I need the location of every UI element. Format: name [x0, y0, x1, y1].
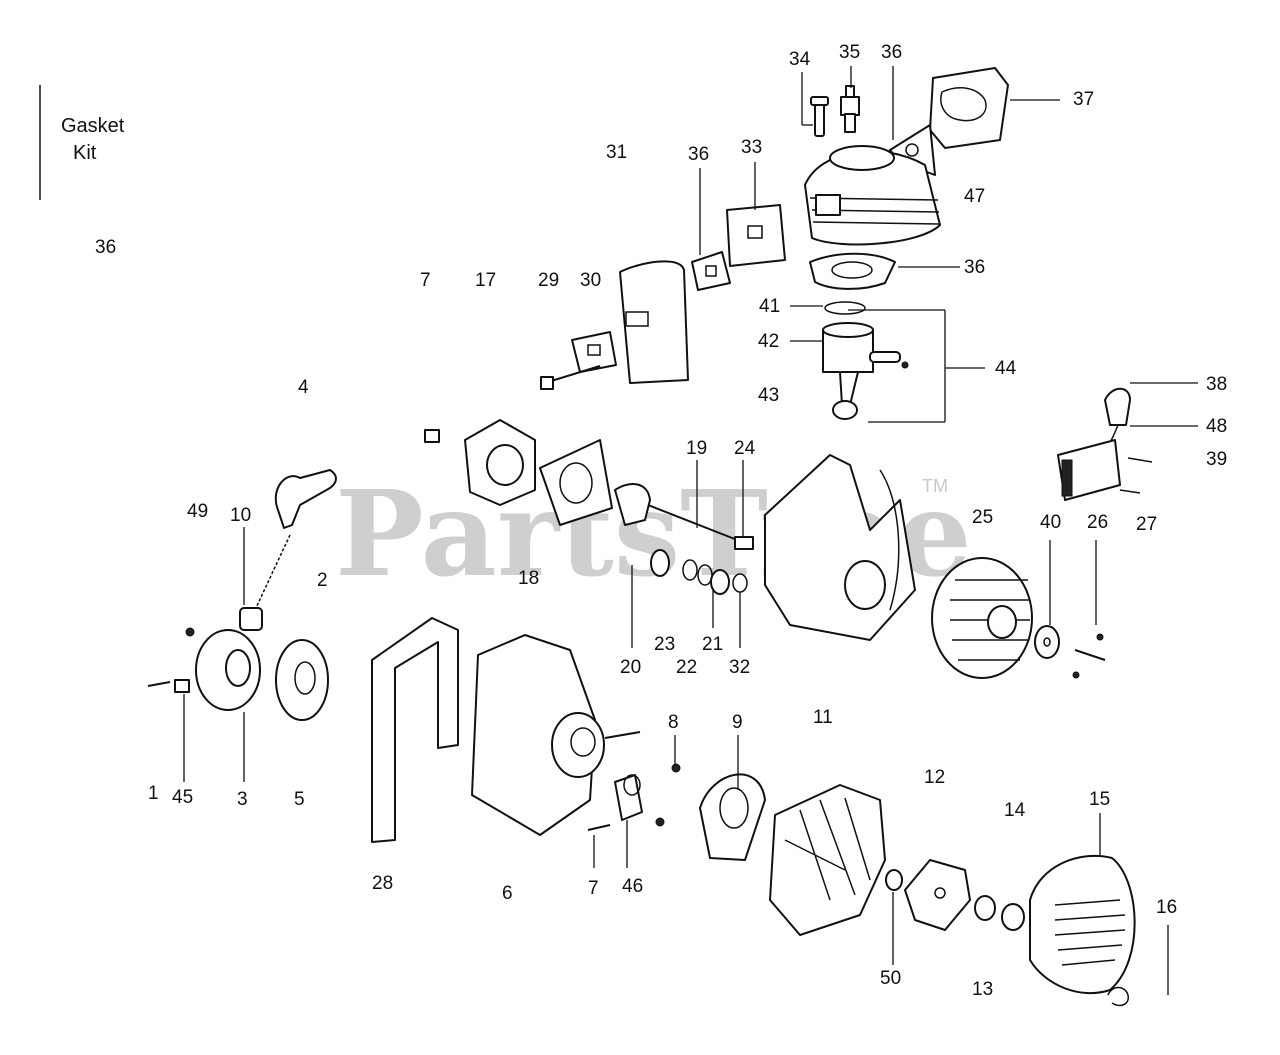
- label-part-4: 4: [298, 377, 309, 398]
- part-50-washer: [885, 869, 903, 891]
- label-part-8: 8: [668, 712, 679, 733]
- part-20-23-bearings: [650, 549, 748, 595]
- label-part-19: 19: [686, 438, 707, 459]
- label-part-18: 18: [518, 568, 539, 589]
- label-part-36-top: 36: [881, 42, 902, 63]
- part-3-starter-pulley: [147, 627, 261, 711]
- part-19-crankshaft: [614, 483, 754, 550]
- label-part-6: 6: [502, 883, 513, 904]
- part-41-piston-ring: [824, 301, 866, 315]
- part-9-seal-ring: [699, 773, 766, 861]
- part-16-clip: [1107, 986, 1129, 1007]
- part-25-flywheel: [931, 557, 1033, 679]
- label-part-32: 32: [729, 657, 750, 678]
- part-29-muffler-gasket: [540, 331, 617, 390]
- label-part-41: 41: [759, 296, 780, 317]
- leader-lines: [183, 66, 1198, 995]
- legend-subtitle: Kit: [73, 142, 97, 164]
- legend-ref-number: 36: [95, 237, 116, 258]
- label-part-10: 10: [230, 505, 251, 526]
- label-part-37: 37: [1073, 89, 1094, 110]
- label-part-16: 16: [1156, 897, 1177, 918]
- part-28-handle: [371, 617, 459, 843]
- label-part-27: 27: [1136, 514, 1157, 535]
- label-part-36-base: 36: [964, 257, 985, 278]
- part-47-cylinder: [804, 145, 941, 246]
- label-part-11: 11: [813, 707, 833, 728]
- label-part-45: 45: [172, 787, 193, 808]
- label-part-44: 44: [995, 358, 1017, 379]
- part-46-bushing: [614, 774, 643, 821]
- label-part-23: 23: [654, 634, 675, 655]
- label-part-22: 22: [676, 657, 697, 678]
- label-part-43: 43: [758, 385, 779, 406]
- part-5-spring-cup: [275, 639, 329, 721]
- label-part-24: 24: [734, 438, 756, 459]
- label-part-42: 42: [758, 331, 779, 352]
- part-13-bracket: [904, 859, 1025, 931]
- label-part-29: 29: [538, 270, 559, 291]
- label-part-5: 5: [294, 789, 305, 810]
- label-part-12: 12: [924, 767, 945, 788]
- label-part-14: 14: [1004, 800, 1026, 821]
- part-4-intake-adapter: [424, 419, 536, 506]
- part-15-fan-cover: [1029, 854, 1136, 995]
- label-part-35: 35: [839, 42, 860, 63]
- part-36-small-gasket: [691, 251, 731, 291]
- watermark-tm: TM: [922, 476, 948, 496]
- part-12-impeller: [769, 784, 886, 936]
- label-part-7-lower: 7: [588, 878, 599, 899]
- label-part-7-upper: 7: [420, 270, 431, 291]
- label-part-47: 47: [964, 186, 985, 207]
- label-part-31: 31: [606, 142, 627, 163]
- label-part-49: 49: [187, 501, 208, 522]
- label-part-15: 15: [1089, 789, 1110, 810]
- label-part-9: 9: [732, 712, 743, 733]
- part-37-filter-pad: [929, 67, 1009, 149]
- label-part-13: 13: [972, 979, 993, 1000]
- part-11-crankcase: [764, 454, 916, 641]
- part-8-screw: [655, 763, 681, 827]
- label-part-39: 39: [1206, 449, 1227, 470]
- label-part-21: 21: [702, 634, 723, 655]
- part-33-plate: [726, 204, 786, 267]
- part-39-ignition-coil: [1057, 439, 1153, 501]
- label-part-30: 30: [580, 270, 601, 291]
- label-part-36-mid: 36: [688, 144, 709, 165]
- label-part-34: 34: [789, 49, 811, 70]
- part-18-gasket: [539, 439, 613, 526]
- part-number-labels: 1 2 3 4 5 6 7 7 8 9 10 11 12 13 14 15 16…: [148, 42, 1227, 1000]
- label-part-46: 46: [622, 876, 643, 897]
- label-part-48: 48: [1206, 416, 1227, 437]
- part-40-26-washer-pin: [1034, 625, 1106, 679]
- label-part-3: 3: [237, 789, 248, 810]
- part-34-bolt: [810, 96, 829, 137]
- part-6-starter-housing: [471, 634, 641, 836]
- label-part-26: 26: [1087, 512, 1108, 533]
- label-part-38: 38: [1206, 374, 1227, 395]
- part-35-spark-plug: [840, 85, 860, 133]
- label-part-33: 33: [741, 137, 762, 158]
- label-part-1: 1: [148, 783, 159, 804]
- label-part-28: 28: [372, 873, 393, 894]
- label-part-20: 20: [620, 657, 641, 678]
- legend-title: Gasket: [61, 115, 125, 137]
- label-part-40: 40: [1040, 512, 1061, 533]
- part-49-starter-handle: [239, 469, 337, 631]
- gasket-kit-legend: Gasket Kit 36: [39, 85, 125, 258]
- part-42-43-piston-rod: [822, 322, 909, 420]
- label-part-25: 25: [972, 507, 993, 528]
- label-part-50: 50: [880, 968, 901, 989]
- part-30-muffler: [619, 260, 689, 384]
- part-36-base-gasket: [809, 252, 896, 290]
- label-part-2: 2: [317, 570, 328, 591]
- label-part-17: 17: [475, 270, 496, 291]
